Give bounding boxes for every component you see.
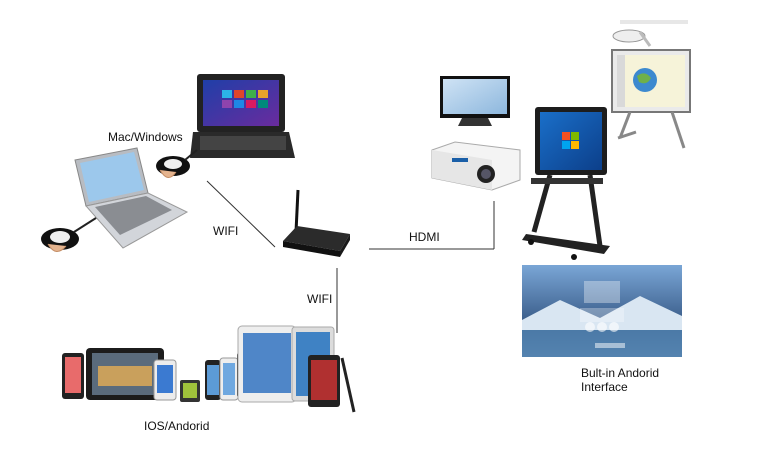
projector-icon	[432, 142, 520, 190]
label-builtin-line2: Interface	[581, 380, 628, 394]
label-builtin-line1: Bult-in Andorid	[581, 366, 659, 380]
label-wifi-left: WIFI	[213, 224, 238, 238]
tablets-phones-icon	[62, 326, 354, 412]
wireless-dongle-icon	[41, 218, 96, 252]
android-box-icon	[283, 190, 350, 257]
touch-display-stand-icon	[522, 107, 610, 260]
label-hdmi: HDMI	[409, 230, 440, 244]
label-wifi-bottom: WIFI	[307, 292, 332, 306]
label-ios-android: IOS/Andorid	[144, 419, 209, 433]
tv-icon	[440, 76, 510, 126]
label-mac-windows: Mac/Windows	[108, 130, 183, 144]
android-interface-screen-icon	[522, 265, 682, 357]
wireless-dongle-icon	[156, 150, 197, 178]
interactive-whiteboard-icon	[612, 20, 690, 148]
windows-laptop-icon	[190, 74, 295, 158]
